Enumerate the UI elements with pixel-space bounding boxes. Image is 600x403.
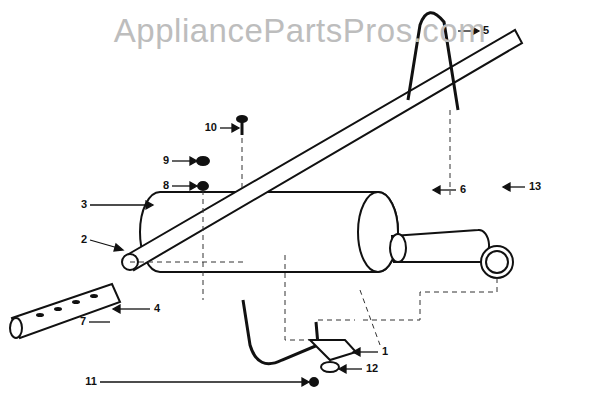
assembly-lines — [130, 110, 497, 345]
screw-head — [237, 116, 247, 122]
u-bolt — [243, 300, 318, 364]
perforated-tube — [12, 284, 120, 338]
tube-end — [10, 318, 22, 338]
washer — [321, 362, 339, 372]
callout-number: 2 — [81, 234, 87, 245]
washer — [198, 182, 208, 190]
callout-number: 8 — [163, 180, 169, 191]
muffler-end — [358, 192, 398, 272]
callout-number: 11 — [85, 376, 97, 387]
watermark: AppliancePartsPros.com — [114, 14, 486, 47]
callout-number: 13 — [529, 181, 541, 192]
callout-number: 10 — [205, 122, 217, 133]
clamp — [481, 246, 513, 278]
callout-number: 3 — [81, 199, 87, 210]
callout-number: 9 — [163, 155, 169, 166]
nut — [197, 157, 209, 165]
pipe-end — [390, 234, 406, 262]
callout-number: 5 — [483, 25, 489, 36]
bracket — [310, 340, 356, 360]
callout-number: 6 — [460, 184, 466, 195]
tube-holes — [36, 294, 98, 317]
nut — [310, 378, 318, 386]
callout-number: 12 — [366, 363, 378, 374]
callout-number: 7 — [80, 316, 86, 327]
leader-lines — [89, 27, 525, 386]
clamp-inner — [486, 251, 508, 273]
callout-number: 1 — [382, 346, 388, 357]
rod — [127, 30, 522, 270]
callout-number: 4 — [154, 303, 160, 314]
